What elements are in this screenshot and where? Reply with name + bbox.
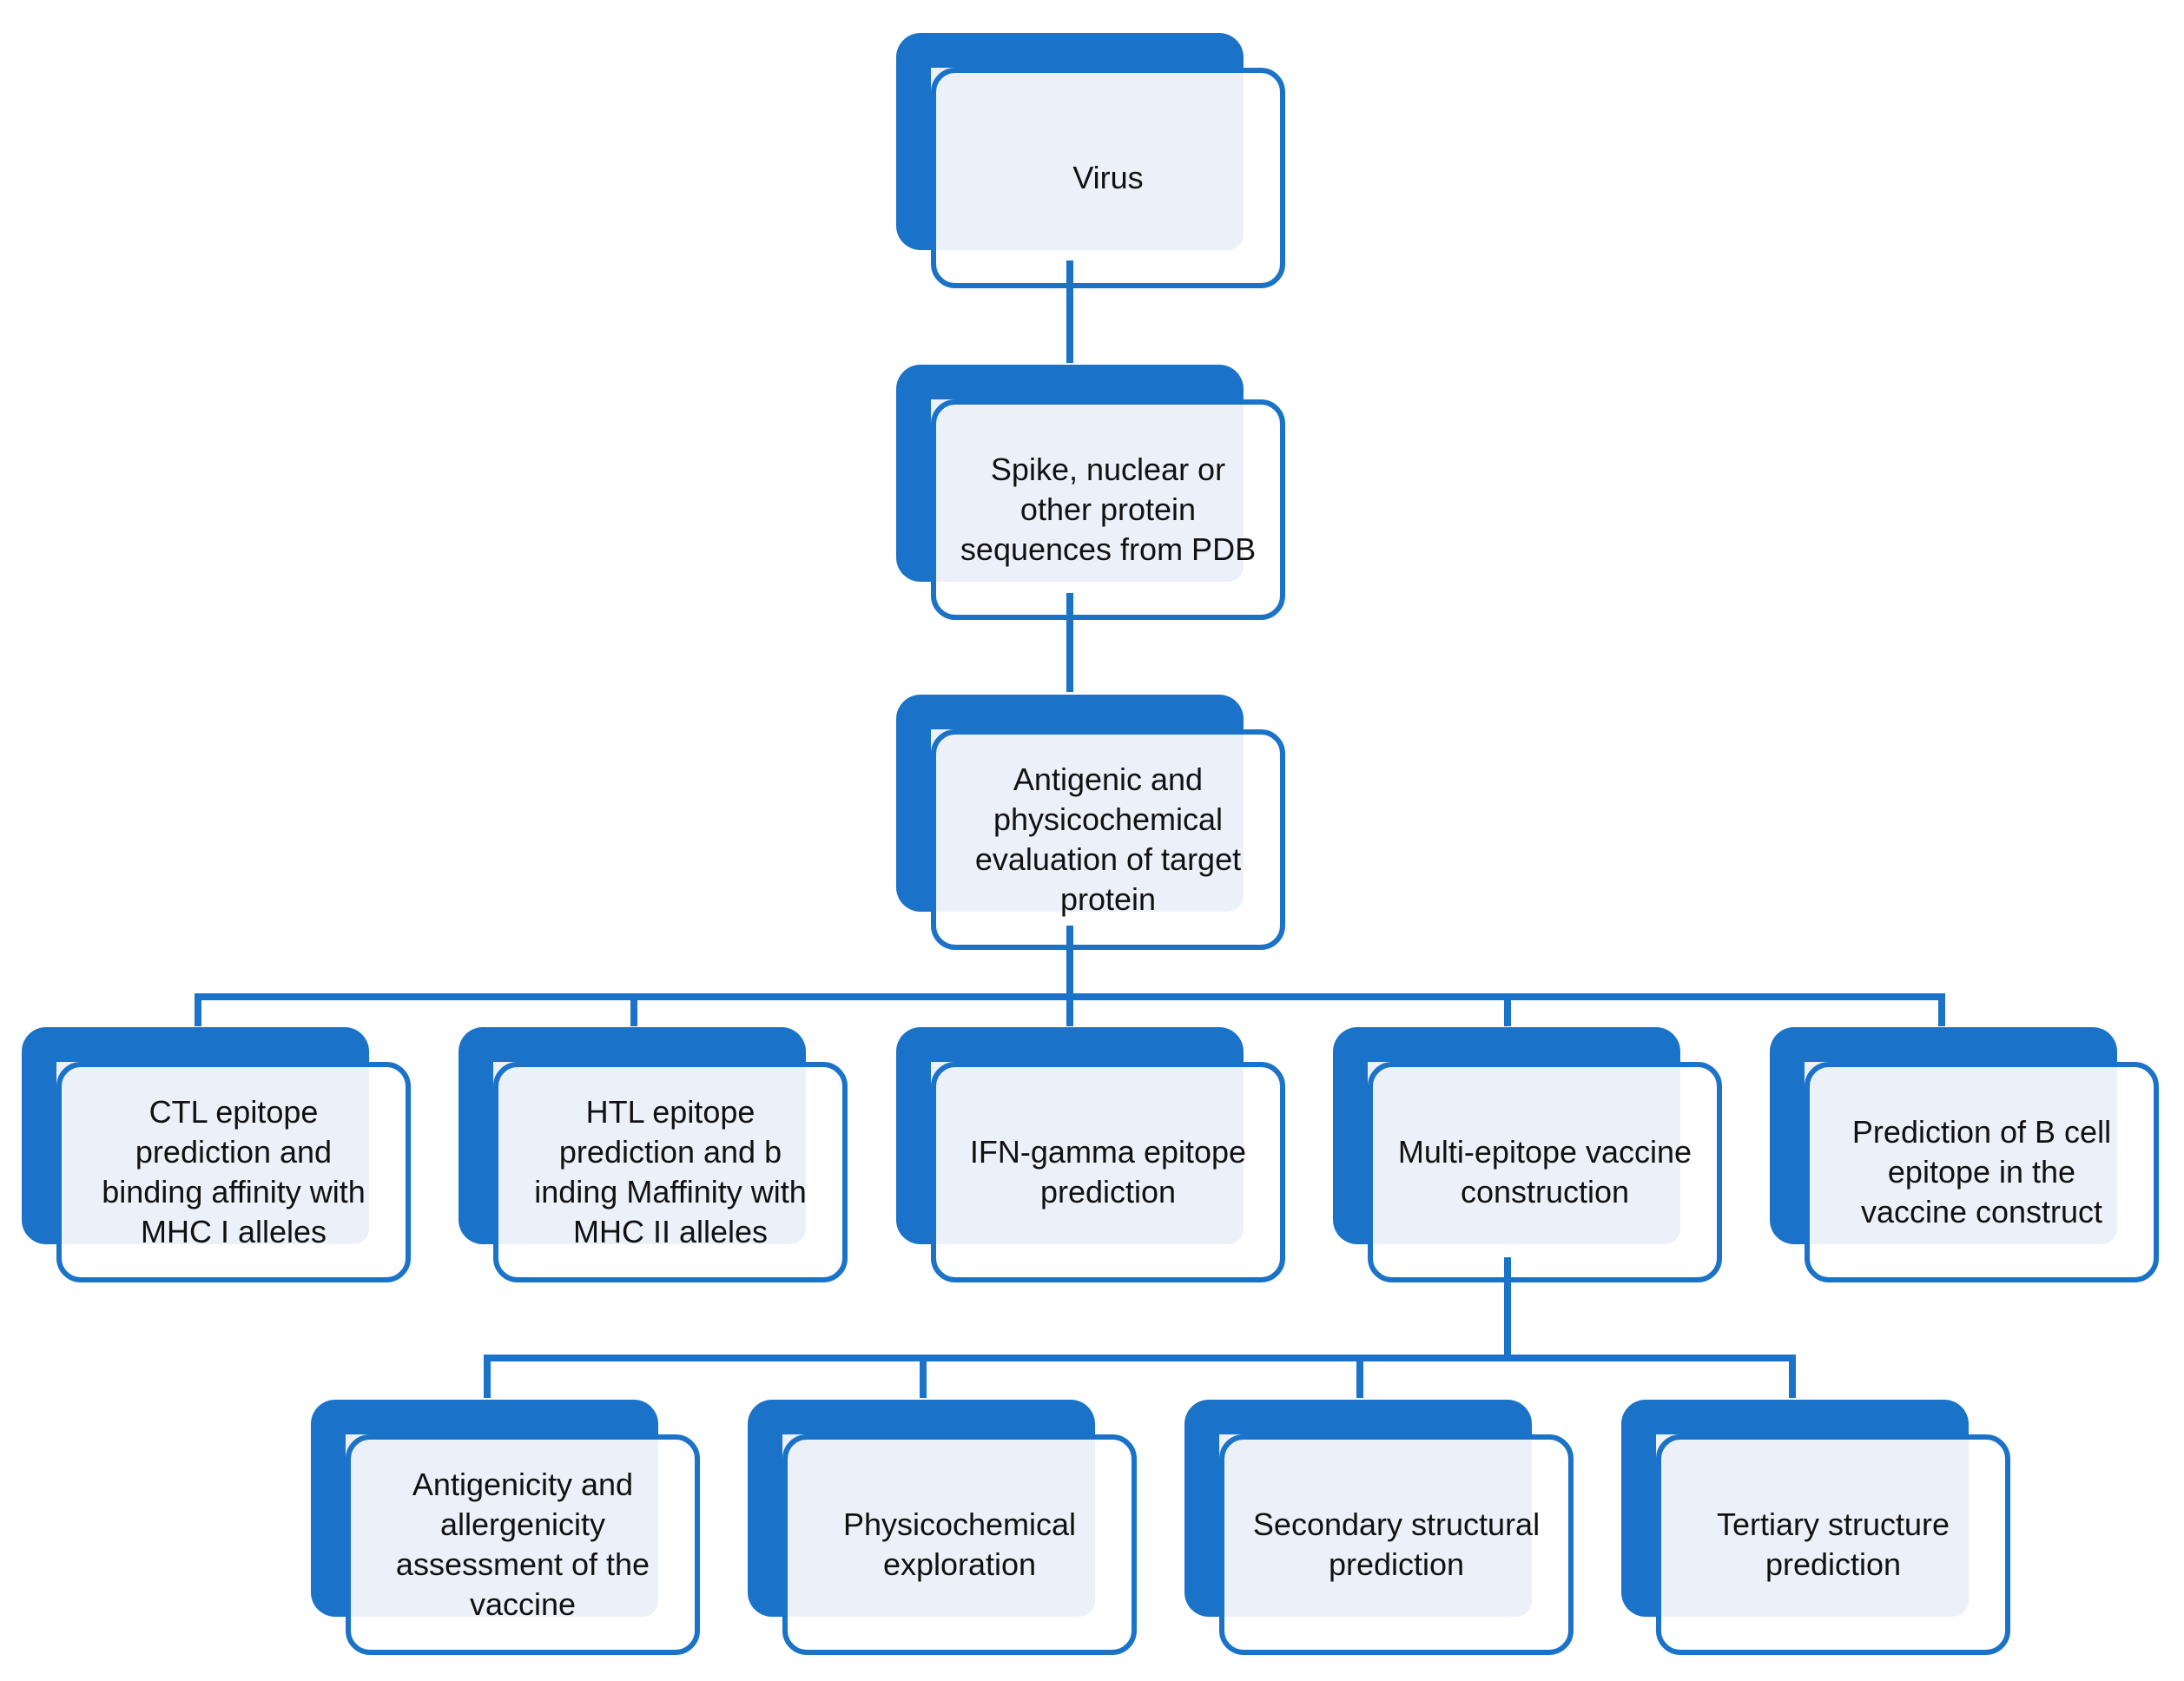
node-box: Tertiary structure prediction [1656, 1434, 2010, 1655]
node-label: Tertiary structure prediction [1716, 1506, 1950, 1582]
node-box: Multi-epitope vaccine construction [1368, 1062, 1722, 1282]
node-box: CTL epitope prediction and binding affin… [56, 1062, 411, 1282]
node-label: Virus [1072, 160, 1144, 195]
node-box: Virus [931, 68, 1285, 288]
node-label: Secondary structural prediction [1252, 1506, 1541, 1582]
node-box: Antigenicity and allergenicity assessmen… [346, 1434, 700, 1655]
node-label: CTL epitope prediction and binding affin… [102, 1094, 366, 1249]
node-label: Multi-epitope vaccine construction [1397, 1134, 1692, 1210]
node-box: Secondary structural prediction [1219, 1434, 1574, 1655]
node-box: Antigenic and physicochemical evaluation… [931, 729, 1285, 950]
node-box: HTL epitope prediction and b inding Maff… [493, 1062, 848, 1282]
node-label: Physicochemical exploration [842, 1506, 1077, 1582]
node-label: Prediction of B cell epitope in the vacc… [1851, 1114, 2112, 1229]
node-label: IFN-gamma epitope prediction [969, 1134, 1247, 1210]
node-label: Antigenicity and allergenicity assessmen… [395, 1467, 650, 1622]
node-box: IFN-gamma epitope prediction [931, 1062, 1285, 1282]
node-box: Spike, nuclear or other protein sequence… [931, 399, 1285, 620]
node-box: Prediction of B cell epitope in the vacc… [1805, 1062, 2159, 1282]
node-label: HTL epitope prediction and b inding Maff… [534, 1094, 807, 1249]
node-box: Physicochemical exploration [782, 1434, 1137, 1655]
node-label: Antigenic and physicochemical evaluation… [974, 761, 1242, 917]
node-label: Spike, nuclear or other protein sequence… [960, 452, 1257, 567]
node-shadow [22, 1027, 369, 1244]
